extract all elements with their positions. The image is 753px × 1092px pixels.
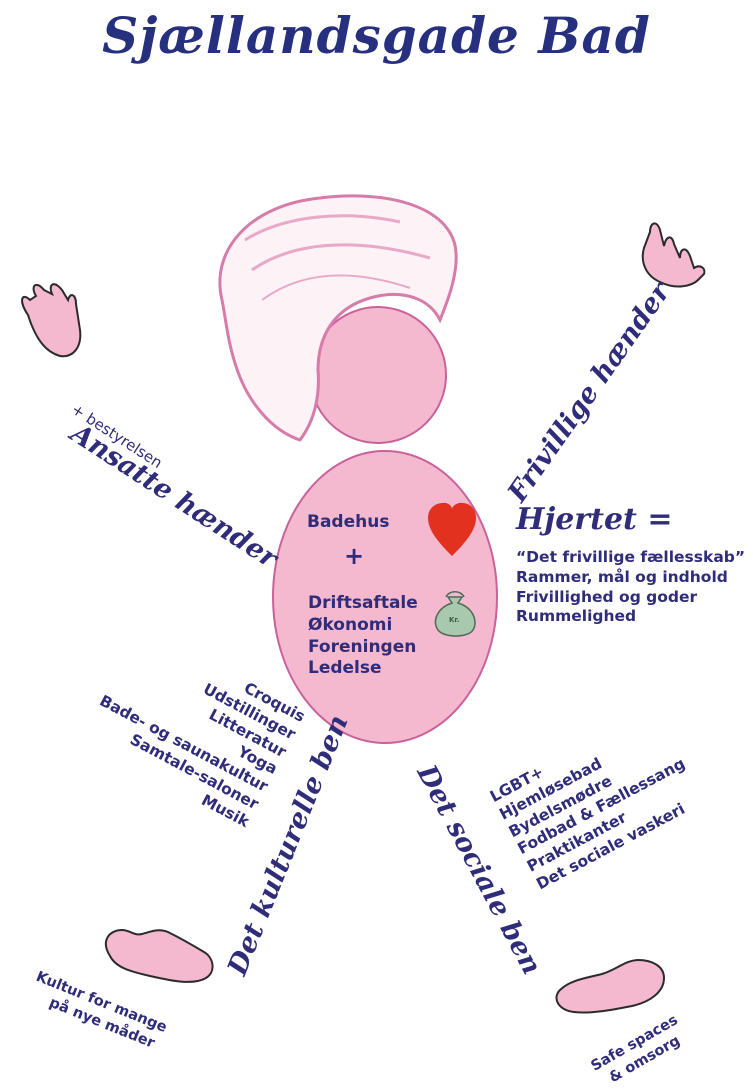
body-item: Foreningen xyxy=(308,637,418,659)
heart-item: Frivillighed og goder xyxy=(516,588,745,608)
heart-item: Rummelighed xyxy=(516,607,745,627)
body-plus-sign: + xyxy=(344,542,364,570)
body-items-list: Driftsaftale Økonomi Foreningen Ledelse xyxy=(308,593,418,680)
right-foot-icon xyxy=(556,960,664,1013)
heart-heading: Hjertet = xyxy=(516,502,672,537)
heart-item: Rammer, mål og indhold xyxy=(516,568,745,588)
body-item: Økonomi xyxy=(308,615,418,637)
body-top-line: Badehus xyxy=(307,512,389,532)
left-foot-icon xyxy=(106,930,213,982)
moneybag-label: Kr. xyxy=(449,616,460,624)
body-item: Driftsaftale xyxy=(308,593,418,615)
left-hand-icon xyxy=(22,284,80,356)
body-item: Ledelse xyxy=(308,658,418,680)
heart-items-list: “Det frivillige fællesskab” Rammer, mål … xyxy=(516,548,745,627)
heart-item: “Det frivillige fællesskab” xyxy=(516,548,745,568)
